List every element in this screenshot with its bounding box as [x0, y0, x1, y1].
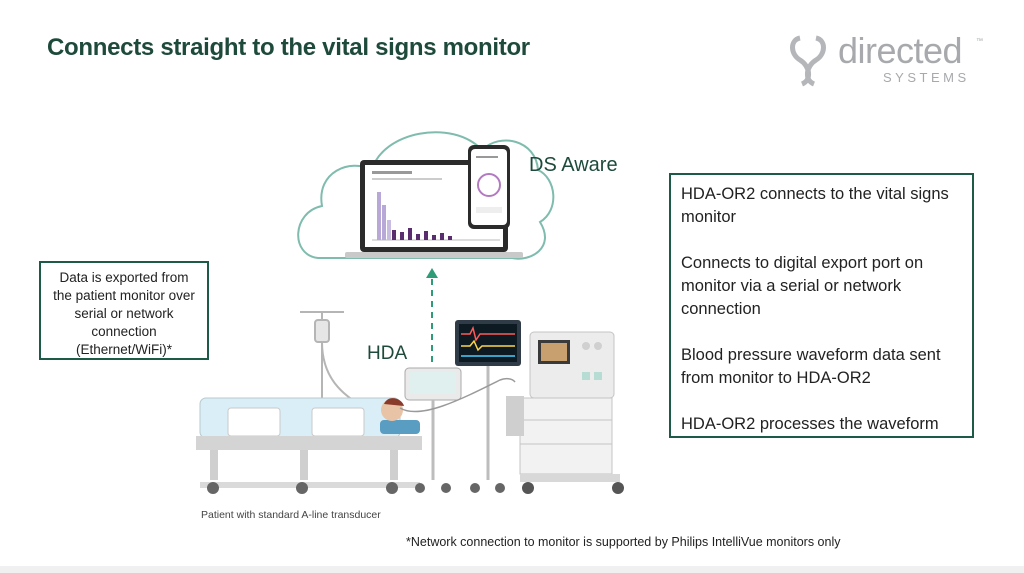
- description-paragraph-4: HDA-OR2 processes the waveform: [681, 415, 939, 433]
- export-info-box: Data is exported from the patient monito…: [39, 261, 209, 360]
- vital-signs-monitor-icon: [455, 320, 521, 493]
- hospital-bed-icon: [196, 397, 422, 494]
- hda-device-icon: [404, 367, 462, 493]
- slide-title: Connects straight to the vital signs mon…: [47, 34, 530, 61]
- export-info-line: Data is exported from: [59, 270, 189, 285]
- phone-icon: [468, 145, 510, 229]
- description-paragraph-1: HDA-OR2 connects to the vital signs moni…: [681, 185, 949, 226]
- upload-arrow-icon: [426, 268, 438, 362]
- bottom-bar: [0, 566, 1024, 573]
- export-info-line: connection: [91, 324, 157, 339]
- patient-caption: Patient with standard A-line transducer: [201, 509, 381, 521]
- iv-pole-icon: [300, 311, 361, 410]
- export-info-line: serial or network: [74, 306, 174, 321]
- directed-systems-logo: directed ™ SYSTEMS: [786, 30, 986, 88]
- cable-line: [399, 377, 516, 413]
- footnote: *Network connection to monitor is suppor…: [406, 535, 841, 549]
- logo-mark-icon: [790, 35, 826, 87]
- hda-description-box: HDA-OR2 connects to the vital signs moni…: [669, 173, 974, 438]
- description-paragraph-3: Blood pressure waveform data sent from m…: [681, 346, 941, 387]
- ds-aware-label: DS Aware: [529, 154, 618, 176]
- anesthesia-machine-icon: [506, 331, 624, 494]
- hda-label: HDA: [367, 343, 408, 364]
- export-info-line: the patient monitor over: [53, 288, 195, 303]
- logo-subtitle: SYSTEMS: [883, 70, 970, 85]
- logo-wordmark: directed: [838, 30, 963, 71]
- logo-trademark: ™: [976, 38, 983, 45]
- export-info-line: (Ethernet/WiFi)*: [75, 342, 173, 357]
- description-paragraph-2: Connects to digital export port on monit…: [681, 254, 924, 318]
